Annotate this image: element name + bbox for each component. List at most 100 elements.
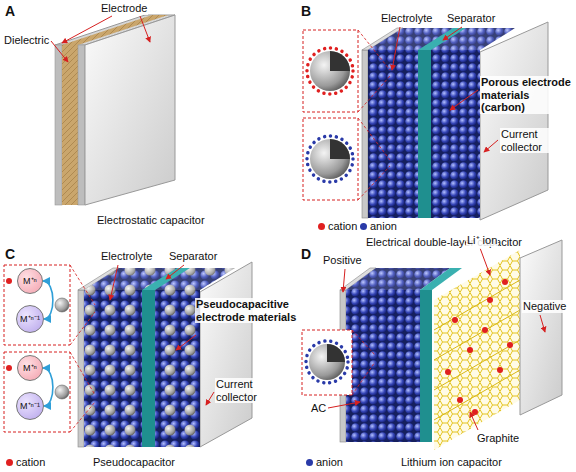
panel-letter: A <box>4 3 16 19</box>
inset-leader-shape <box>358 30 390 112</box>
redox-arrow <box>43 281 53 319</box>
panel-letter: D <box>300 246 312 262</box>
lithium-ion-capacitor-cell-shape <box>502 279 508 285</box>
pointer-arrow-shape <box>62 16 112 43</box>
ion-label: M⁺ⁿ <box>23 277 37 286</box>
pseudocapacitor-cell-shape <box>84 290 200 447</box>
pointer-arrow-shape <box>206 392 214 405</box>
ion-circle: M⁺ⁿ <box>17 268 43 294</box>
pseudocapacitor-cell-shape <box>78 290 84 447</box>
ion-label: M⁺ⁿ⁻¹ <box>20 315 40 324</box>
pseudocapacitor-cell-shape <box>142 290 155 447</box>
legend-text: cation <box>16 456 45 469</box>
part-label: Graphite <box>476 432 520 445</box>
pointer-arrow-shape <box>392 27 400 70</box>
pointer-arrow-shape <box>176 335 196 350</box>
lithium-ion-capacitor-cell-shape <box>346 290 420 442</box>
pointer-arrow-shape <box>110 265 118 300</box>
lithium-ion-capacitor-cell-shape <box>457 397 463 403</box>
part-label: Li⁺ ion <box>466 234 498 247</box>
legend-swatch <box>6 459 13 466</box>
pore-inset-shape <box>302 330 352 395</box>
pointer-arrow-shape <box>51 41 68 62</box>
part-label: Porous electrode materials (carbon) <box>480 76 574 114</box>
pointer-arrow-shape <box>443 27 462 40</box>
edlc-cell <box>362 22 548 220</box>
lithium-ion-capacitor-cell-shape <box>452 317 458 323</box>
legend-text: anion <box>370 220 397 233</box>
pointer-arrow-shape <box>470 412 478 430</box>
legend-swatch <box>318 223 325 230</box>
part-label: Separator <box>168 250 218 263</box>
pointer-arrow-shape <box>450 90 478 110</box>
electrostatic-capacitor-shape <box>62 45 78 205</box>
pore-inset-shape <box>307 48 353 94</box>
pseudocapacitor-cell-shape <box>84 268 235 290</box>
inset-leader-shape <box>70 352 95 432</box>
ion-label: M⁺ⁿ <box>23 364 37 373</box>
pointer-arrow-shape <box>140 16 150 42</box>
part-label: Electrolyte <box>100 250 153 263</box>
lithium-ion-capacitor-cell-shape <box>482 327 488 333</box>
inset-leader <box>70 30 390 432</box>
pseudocapacitor-cell <box>78 262 252 447</box>
part-label: Current collector <box>500 128 572 153</box>
lithium-ion-capacitor-cell-shape <box>420 268 462 290</box>
lithium-ion-capacitor-cell-shape <box>445 369 451 375</box>
caption-text: Electrical double-layer capacitor <box>365 236 523 249</box>
pore-inset-shape <box>307 136 353 182</box>
electrostatic-capacitor-shape <box>55 45 62 205</box>
lithium-ion-capacitor-cell-shape <box>467 347 473 353</box>
panel-letter: B <box>300 3 312 19</box>
inset-leader-shape <box>358 118 390 200</box>
caption-text: Electrostatic capacitor <box>96 214 206 227</box>
lithium-ion-capacitor-cell-shape <box>472 409 478 415</box>
pore-inset-shape <box>4 352 70 432</box>
lithium-ion-capacitor-cell-shape <box>507 342 513 348</box>
pseudocapacitor-cell-shape <box>84 268 235 290</box>
part-label: Negative <box>522 300 567 313</box>
pore-inset-shape <box>55 385 69 399</box>
legend-swatch <box>306 459 313 466</box>
lithium-ion-capacitor-cell-shape <box>420 290 432 442</box>
legend-text: cation <box>328 220 357 233</box>
pore-inset-shape <box>6 365 12 371</box>
inset-leader-shape <box>70 265 95 345</box>
lithium-ion-capacitor-cell-shape <box>434 250 520 450</box>
legend-text: anion <box>316 456 343 469</box>
pointer-arrow-shape <box>480 248 490 275</box>
pore-inset-shape <box>303 118 358 200</box>
pore-inset-shape <box>6 278 12 284</box>
ion-circle: M⁺ⁿ⁻¹ <box>16 392 44 420</box>
edlc-cell-shape <box>368 50 480 218</box>
pore-inset-shape <box>55 298 69 312</box>
lithium-ion-capacitor-cell-shape <box>434 250 520 450</box>
pore-inset-shape <box>4 265 70 345</box>
part-label: AC <box>310 402 327 415</box>
pointer-arrow-shape <box>166 265 184 279</box>
edlc-cell-shape <box>368 28 515 50</box>
pore-inset-shape <box>303 30 358 112</box>
pointer-arrow-shape <box>484 140 498 152</box>
part-label: Electrolyte <box>380 12 433 25</box>
lithium-ion-capacitor-cell-shape <box>497 367 503 373</box>
pseudocapacitor-cell-shape <box>200 262 252 447</box>
caption-text: Pseudocapacitor <box>92 456 176 469</box>
electrostatic-capacitor-shape <box>78 45 85 205</box>
lithium-ion-capacitor-cell-shape <box>520 240 562 415</box>
pointer-arrow-shape <box>328 402 360 408</box>
part-label: Positive <box>322 254 363 267</box>
pore-inset-shape <box>310 51 350 91</box>
ion-circle: M⁺ⁿ <box>17 355 43 381</box>
electrostatic-capacitor <box>55 15 175 205</box>
legend-item: anion <box>360 220 397 233</box>
pore-inset-shape <box>306 341 348 383</box>
pointer-arrow-shape <box>540 315 545 332</box>
pore-inset-shape <box>309 344 345 380</box>
part-label: Pseudocapacitive electrode materials <box>195 298 301 323</box>
part-label: Dielectric <box>3 34 50 47</box>
part-label: Current collector <box>215 378 287 403</box>
legend-item: cation <box>6 456 45 469</box>
caption-text: Lithium ion capacitor <box>400 456 503 469</box>
